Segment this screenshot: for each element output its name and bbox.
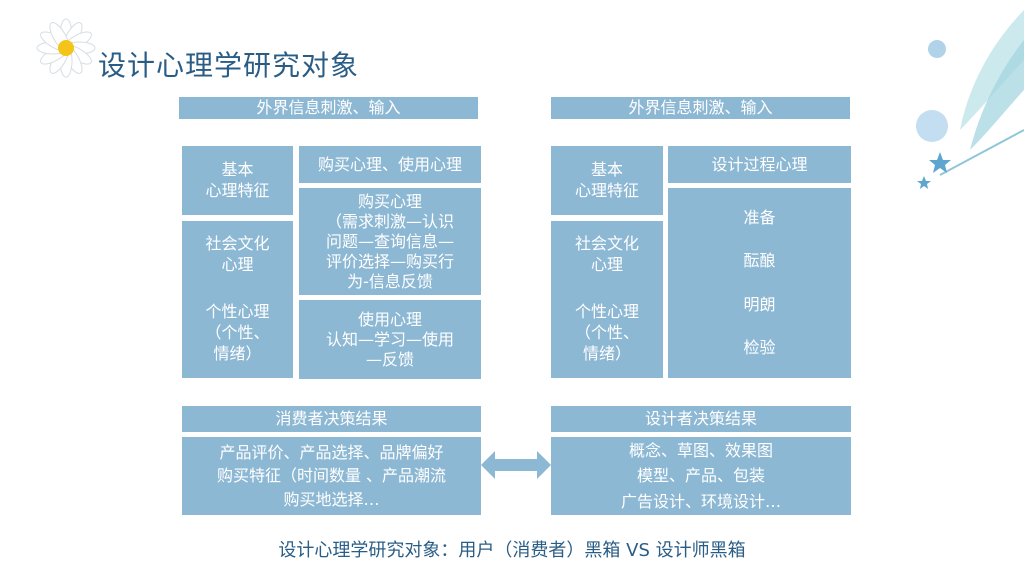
feather-decoration-icon bbox=[916, 10, 1024, 189]
right-personality: 个性心理 （个性、 情绪） bbox=[574, 302, 639, 363]
right-input-box: 外界信息刺激、输入 bbox=[551, 97, 850, 119]
left-buying-psychology: 购买心理 （需求刺激—认识 问题—查询信息— 评价选择—购买行 为-信息反馈 bbox=[299, 188, 481, 295]
right-social-culture: 社会文化 心理 bbox=[574, 234, 639, 275]
stage-item: 酝酿 bbox=[743, 251, 776, 271]
page-title: 设计心理学研究对象 bbox=[98, 49, 360, 82]
right-result-body: 概念、草图、效果图 模型、产品、包装 广告设计、环境设计… bbox=[551, 437, 851, 515]
double-arrow-icon bbox=[481, 451, 551, 479]
right-social-personality: 社会文化 心理 个性心理 （个性、 情绪） bbox=[551, 221, 663, 378]
stage-item: 准备 bbox=[743, 207, 776, 227]
left-input-box: 外界信息刺激、输入 bbox=[179, 97, 478, 119]
left-social-personality: 社会文化 心理 个性心理 （个性、 情绪） bbox=[182, 221, 293, 378]
left-social-culture: 社会文化 心理 bbox=[205, 234, 270, 275]
daisy-flower-icon bbox=[36, 18, 96, 78]
left-basic-traits: 基本 心理特征 bbox=[182, 146, 293, 215]
right-design-process-header: 设计过程心理 bbox=[668, 146, 851, 183]
right-basic-traits: 基本 心理特征 bbox=[551, 146, 663, 215]
right-design-stages: 准备 酝酿 明朗 检验 bbox=[668, 188, 851, 378]
stage-item: 检验 bbox=[743, 338, 776, 358]
left-buying-using-header: 购买心理、使用心理 bbox=[299, 146, 481, 183]
stage-item: 明朗 bbox=[743, 294, 776, 314]
left-result-body: 产品评价、产品选择、品牌偏好 购买特征（时间数量 、产品潮流 购买地选择… bbox=[182, 437, 481, 515]
left-using-psychology: 使用心理 认知—学习—使用 —反馈 bbox=[299, 300, 481, 379]
left-personality: 个性心理 （个性、 情绪） bbox=[205, 302, 270, 363]
bottom-caption: 设计心理学研究对象：用户（消费者）黑箱 VS 设计师黑箱 bbox=[278, 540, 746, 561]
right-result-title: 设计者决策结果 bbox=[551, 406, 851, 432]
left-result-title: 消费者决策结果 bbox=[182, 406, 481, 432]
